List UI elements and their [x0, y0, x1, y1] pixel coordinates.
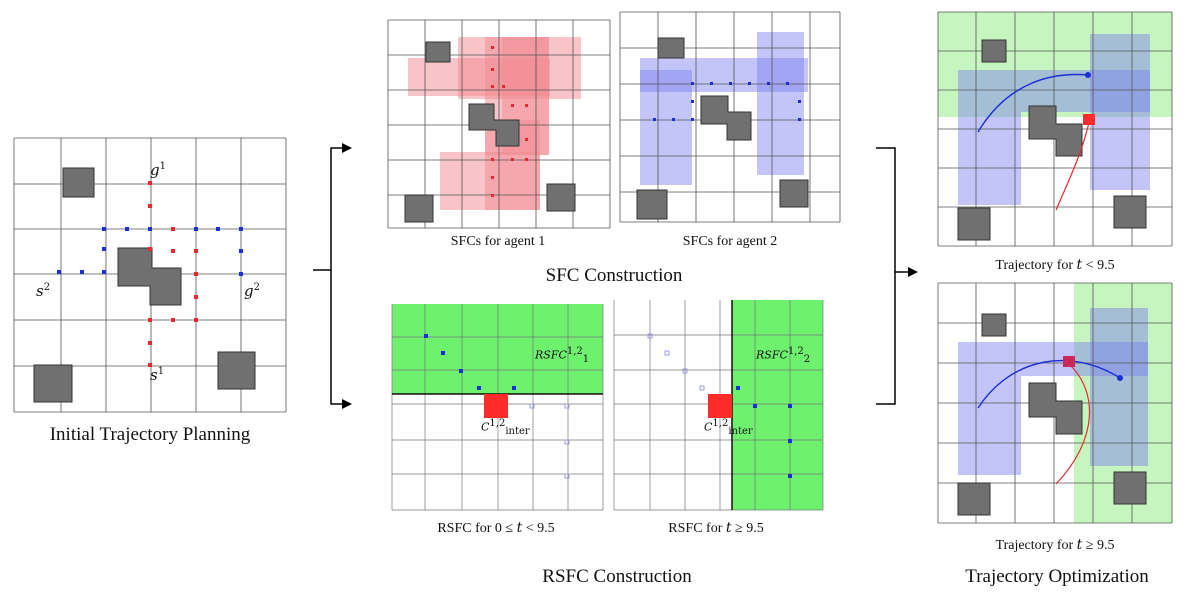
obstacle — [546, 183, 576, 212]
obstacle — [404, 194, 434, 223]
caption-trajectory-2: Trajectory for t ≥ 9.5 — [995, 537, 1115, 553]
caption-sfc-agent2: SFCs for agent 2 — [682, 234, 778, 249]
rsfc2-label: RSFC1,22 — [756, 346, 811, 365]
obstacles — [636, 37, 809, 220]
caption-trajectory-1: Trajectory for t < 9.5 — [995, 257, 1115, 273]
obstacle — [636, 189, 668, 220]
collision-label-1: C1,2inter — [481, 418, 530, 437]
title-initial-trajectory-planning: Initial Trajectory Planning — [49, 424, 251, 445]
obstacles — [957, 313, 1147, 516]
obstacle — [62, 167, 95, 198]
sfc-boxes — [640, 32, 808, 185]
title-trajectory-optimization: Trajectory Optimization — [965, 566, 1149, 587]
agent1-path — [491, 46, 528, 197]
collision-label-2: C1,2inter — [704, 418, 753, 437]
obstacle — [425, 41, 451, 63]
obstacle — [1028, 382, 1083, 435]
agent2-path — [653, 82, 801, 121]
obstacle — [117, 247, 182, 306]
obstacle — [1028, 105, 1083, 157]
obstacle — [1113, 195, 1147, 229]
obstacle — [468, 103, 520, 147]
arrow-to-optimization — [876, 147, 918, 405]
goal-agent1-label: g1 — [150, 161, 166, 179]
obstacle — [981, 313, 1007, 337]
agent2-path — [736, 386, 792, 478]
sfc-agent2-panel — [619, 11, 841, 223]
agent2-position — [1117, 375, 1123, 381]
title-rsfc-construction: RSFC Construction — [542, 566, 692, 587]
collision-cell — [484, 394, 508, 418]
agent1-position — [1083, 114, 1095, 125]
start-agent1-label: s1 — [150, 366, 165, 384]
obstacle — [657, 37, 685, 59]
goal-agent2-label: g2 — [244, 282, 260, 300]
initial-planning-panel — [13, 137, 287, 413]
obstacle — [957, 482, 991, 516]
title-sfc-construction: SFC Construction — [545, 265, 683, 286]
arrow-to-construction — [313, 143, 352, 409]
obstacles — [957, 39, 1147, 241]
trajectory-panel-2 — [937, 282, 1173, 524]
agent1-position — [1063, 356, 1075, 367]
rsfc-region — [732, 300, 823, 510]
agent2-future-path — [529, 403, 570, 479]
rsfc-panel-2 — [613, 300, 824, 511]
sfc-agent1-panel — [387, 19, 611, 229]
caption-sfc-agent1: SFCs for agent 1 — [450, 234, 546, 249]
trajectory-panel-1 — [937, 11, 1173, 247]
obstacle — [779, 179, 809, 208]
agent2-trajectory — [977, 359, 1121, 409]
rsfc1-label: RSFC1,21 — [535, 346, 590, 365]
agent1-trajectory — [1055, 364, 1091, 485]
agent2-path — [424, 334, 516, 390]
agent1-path — [148, 181, 198, 367]
agent2-past-path — [647, 333, 705, 391]
agent1-trajectory — [1055, 121, 1090, 211]
agent2-position — [1085, 72, 1091, 78]
obstacles — [404, 41, 576, 223]
obstacles — [33, 167, 256, 403]
obstacle — [981, 39, 1007, 63]
collision-cell — [708, 394, 732, 418]
agent2-trajectory — [977, 73, 1089, 133]
start-agent2-label: s2 — [36, 282, 51, 300]
rsfc-panel-1 — [391, 304, 604, 511]
caption-rsfc-2: RSFC for t ≥ 9.5 — [668, 520, 764, 536]
obstacle — [957, 207, 991, 241]
obstacle — [1113, 471, 1147, 505]
rsfc-region — [938, 12, 1172, 117]
sfc-boxes — [958, 308, 1148, 475]
caption-rsfc-1: RSFC for 0 ≤ t < 9.5 — [437, 520, 555, 536]
obstacle — [700, 95, 752, 141]
obstacle — [217, 351, 256, 390]
agent2-path — [57, 227, 243, 276]
obstacle — [33, 364, 73, 403]
